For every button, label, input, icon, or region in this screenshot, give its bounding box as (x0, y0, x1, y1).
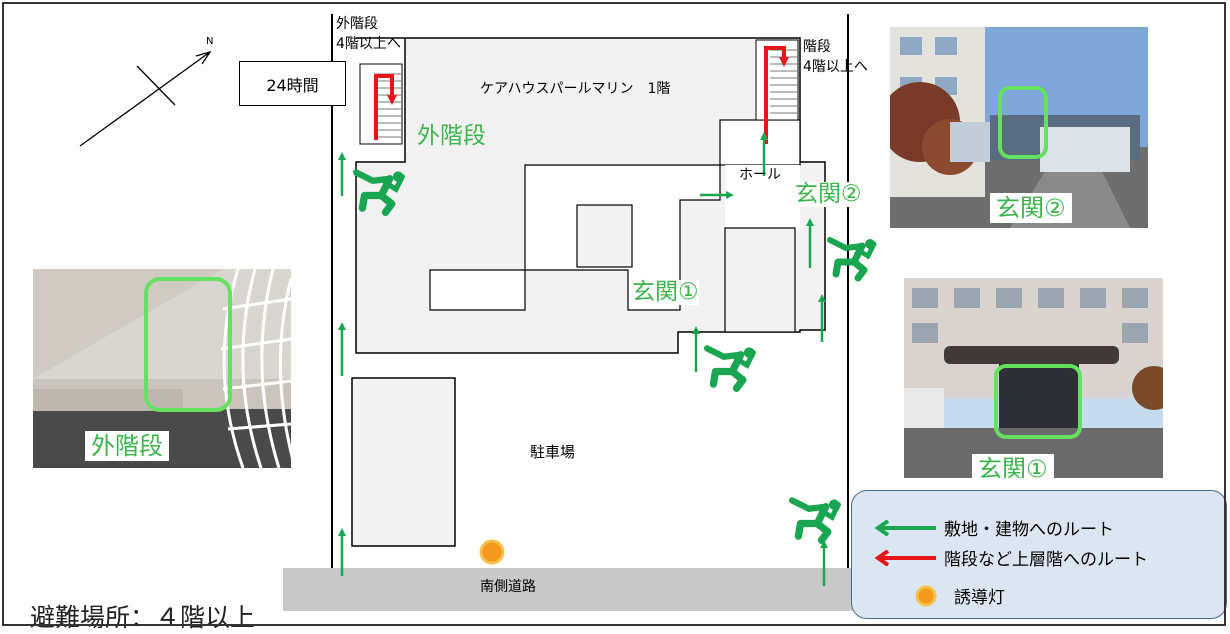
hall-top (719, 119, 801, 166)
entrance2-photo-image (890, 27, 1148, 228)
legend-guide-light-text: 誘導灯 (954, 588, 1005, 608)
parking-label: 駐車場 (530, 443, 576, 461)
legend-red-route: 階段など上層階へのルート (874, 545, 1148, 570)
red-route-arrow (374, 74, 397, 140)
legend-guide-light: 誘導灯 (914, 583, 1005, 608)
evacuation-site-note: 避難場所：４階以上 (30, 603, 256, 632)
photo-outer-stairs-label: 外階段 (85, 431, 169, 462)
stairs-note: 4階以上へ (803, 59, 868, 75)
north-label: N (206, 36, 214, 47)
running-person-icon (788, 497, 841, 544)
hall-area (725, 165, 800, 230)
building-name: ケアハウスパールマリン 1階 (480, 81, 671, 97)
hall-label: ホール (739, 167, 781, 183)
entrance1-photo-image (904, 278, 1163, 478)
outer-stairs-label: 外階段 (336, 16, 378, 32)
red-route-arrow (764, 46, 789, 144)
inner-corridor (429, 164, 721, 311)
entrance1-label: 玄関① (632, 279, 699, 306)
legend-red-route-text: 階段など上層階へのルート (944, 550, 1148, 570)
center-block (576, 204, 633, 268)
guide-light-icon (479, 539, 505, 565)
legend-green-route-text: 敷地・建物へのルート (944, 520, 1114, 540)
photo-entrance2: 玄関② (890, 27, 1148, 228)
running-person-icon (703, 345, 756, 392)
photo-outer-stairs: 外階段 (33, 269, 291, 468)
photo-entrance2-label: 玄関② (990, 193, 1072, 224)
green-arrow-icon (874, 519, 936, 536)
north-compass (79, 50, 212, 147)
legend: 敷地・建物へのルート 階段など上層階へのルート 誘導灯 (851, 490, 1227, 619)
stairs-label: 階段 (803, 39, 831, 55)
photo-entrance1: 玄関① (904, 278, 1163, 478)
inner-stairs (755, 39, 799, 121)
running-person-icon (352, 169, 405, 216)
24h-box: 24時間 (239, 61, 346, 106)
red-arrow-icon (874, 549, 936, 566)
photo-entrance1-label: 玄関① (972, 454, 1054, 478)
outer-stairs-note: 4階以上へ (336, 36, 401, 52)
entrance2-label: 玄関② (795, 181, 862, 208)
south-road (283, 568, 858, 611)
outer-stairs-green-label: 外階段 (417, 123, 486, 149)
road-label: 南側道路 (480, 579, 536, 595)
guide-light-legend-icon (915, 585, 937, 606)
right-room (724, 227, 796, 333)
running-person-icon (827, 237, 877, 282)
parking-block (351, 377, 456, 547)
legend-green-route: 敷地・建物へのルート (874, 515, 1114, 540)
